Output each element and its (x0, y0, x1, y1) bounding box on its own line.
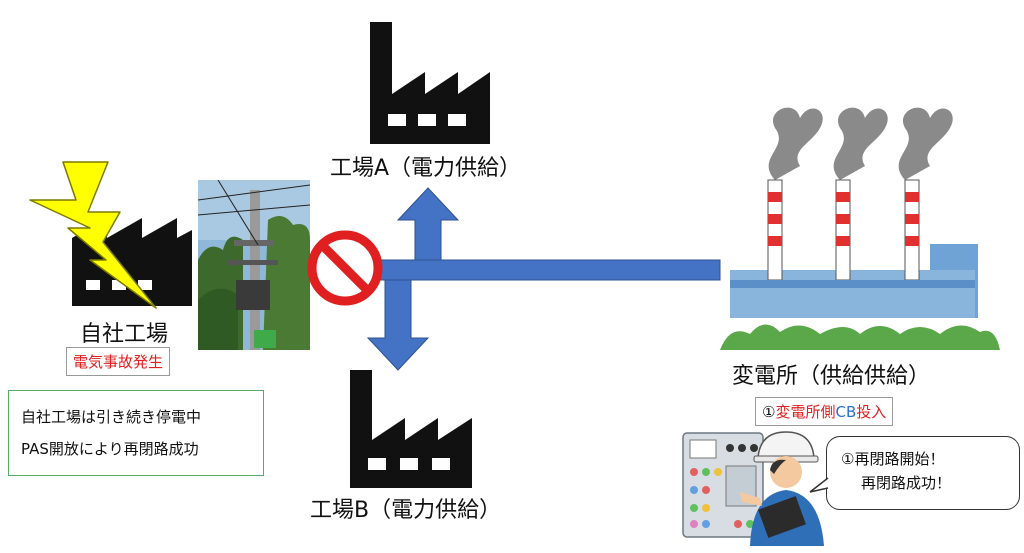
self-factory-label: 自社工場 (80, 322, 169, 347)
speech-line-2: 再閉路成功！ (861, 474, 952, 492)
speech-line-1: ①再閉路開始！ (841, 450, 945, 468)
prohibit-icon (307, 230, 383, 306)
operator-icon (740, 431, 824, 546)
info-line-2: PAS開放により再閉路成功 (21, 440, 199, 458)
speech-bubble: ①再閉路開始！ 再閉路成功！ (826, 436, 1020, 510)
lightning-icon (29, 161, 157, 309)
substation-action-badge: ①変電所側CB投入 (755, 397, 894, 426)
power-line (361, 259, 721, 281)
factory-b-icon (350, 370, 472, 488)
utility-pole-photo (198, 180, 310, 350)
factory-a-icon (370, 22, 490, 144)
factory-a-label: 工場A（電力供給） (330, 156, 522, 181)
substation-label: 変電所（供給供給） (732, 364, 931, 389)
factory-b-label: 工場B（電力供給） (310, 498, 502, 523)
arrow-up-to-factory-a (396, 187, 460, 261)
action-cb: CB (835, 403, 857, 421)
action-number: ① (762, 403, 776, 421)
action-tail: 投入 (856, 403, 887, 421)
info-line-1: 自社工場は引き続き停電中 (21, 408, 202, 426)
substation-icon (720, 107, 1000, 350)
control-panel-icon (682, 432, 764, 538)
speech-bubble-tail (809, 477, 829, 493)
action-main: 変電所側 (775, 403, 836, 421)
power-flow-diagram (307, 187, 721, 371)
accident-status-badge: 電気事故発生 (66, 347, 171, 376)
arrow-down-to-factory-b (366, 279, 430, 371)
info-box: 自社工場は引き続き停電中 PAS開放により再閉路成功 (8, 390, 264, 476)
